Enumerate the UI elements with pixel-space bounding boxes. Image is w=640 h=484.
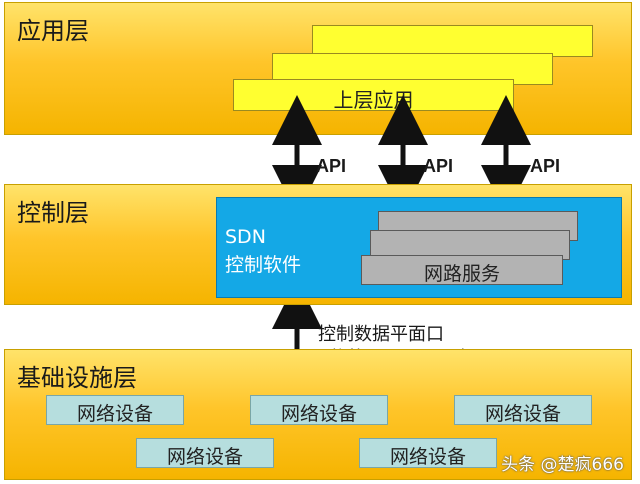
network-device-label: 网络设备 <box>280 403 357 425</box>
watermark: 头条 @楚疯666 <box>501 455 624 475</box>
application-layer-title: 应用层 <box>17 17 89 45</box>
service-box-front: 网路服务 <box>361 255 563 285</box>
interface-label-line1: 控制数据平面口 <box>318 324 444 345</box>
network-device-label: 网络设备 <box>389 446 466 468</box>
infrastructure-layer-title: 基础设施层 <box>17 364 137 392</box>
network-device-5: 网络设备 <box>359 438 497 468</box>
control-layer-title: 控制层 <box>17 199 89 227</box>
api-label-2: API <box>423 156 454 176</box>
network-device-1: 网络设备 <box>46 395 184 425</box>
network-device-label: 网络设备 <box>76 403 153 425</box>
network-device-3: 网络设备 <box>454 395 592 425</box>
network-device-4: 网络设备 <box>136 438 274 468</box>
network-device-label: 网络设备 <box>484 403 561 425</box>
api-label-1: API <box>316 156 347 176</box>
network-device-label: 网络设备 <box>166 446 243 468</box>
network-service-label: 网路服务 <box>423 263 500 285</box>
api-label-3: API <box>530 156 561 176</box>
sdn-software-label: 控制软件 <box>225 254 302 276</box>
sdn-label: SDN <box>225 226 266 248</box>
network-device-2: 网络设备 <box>250 395 388 425</box>
